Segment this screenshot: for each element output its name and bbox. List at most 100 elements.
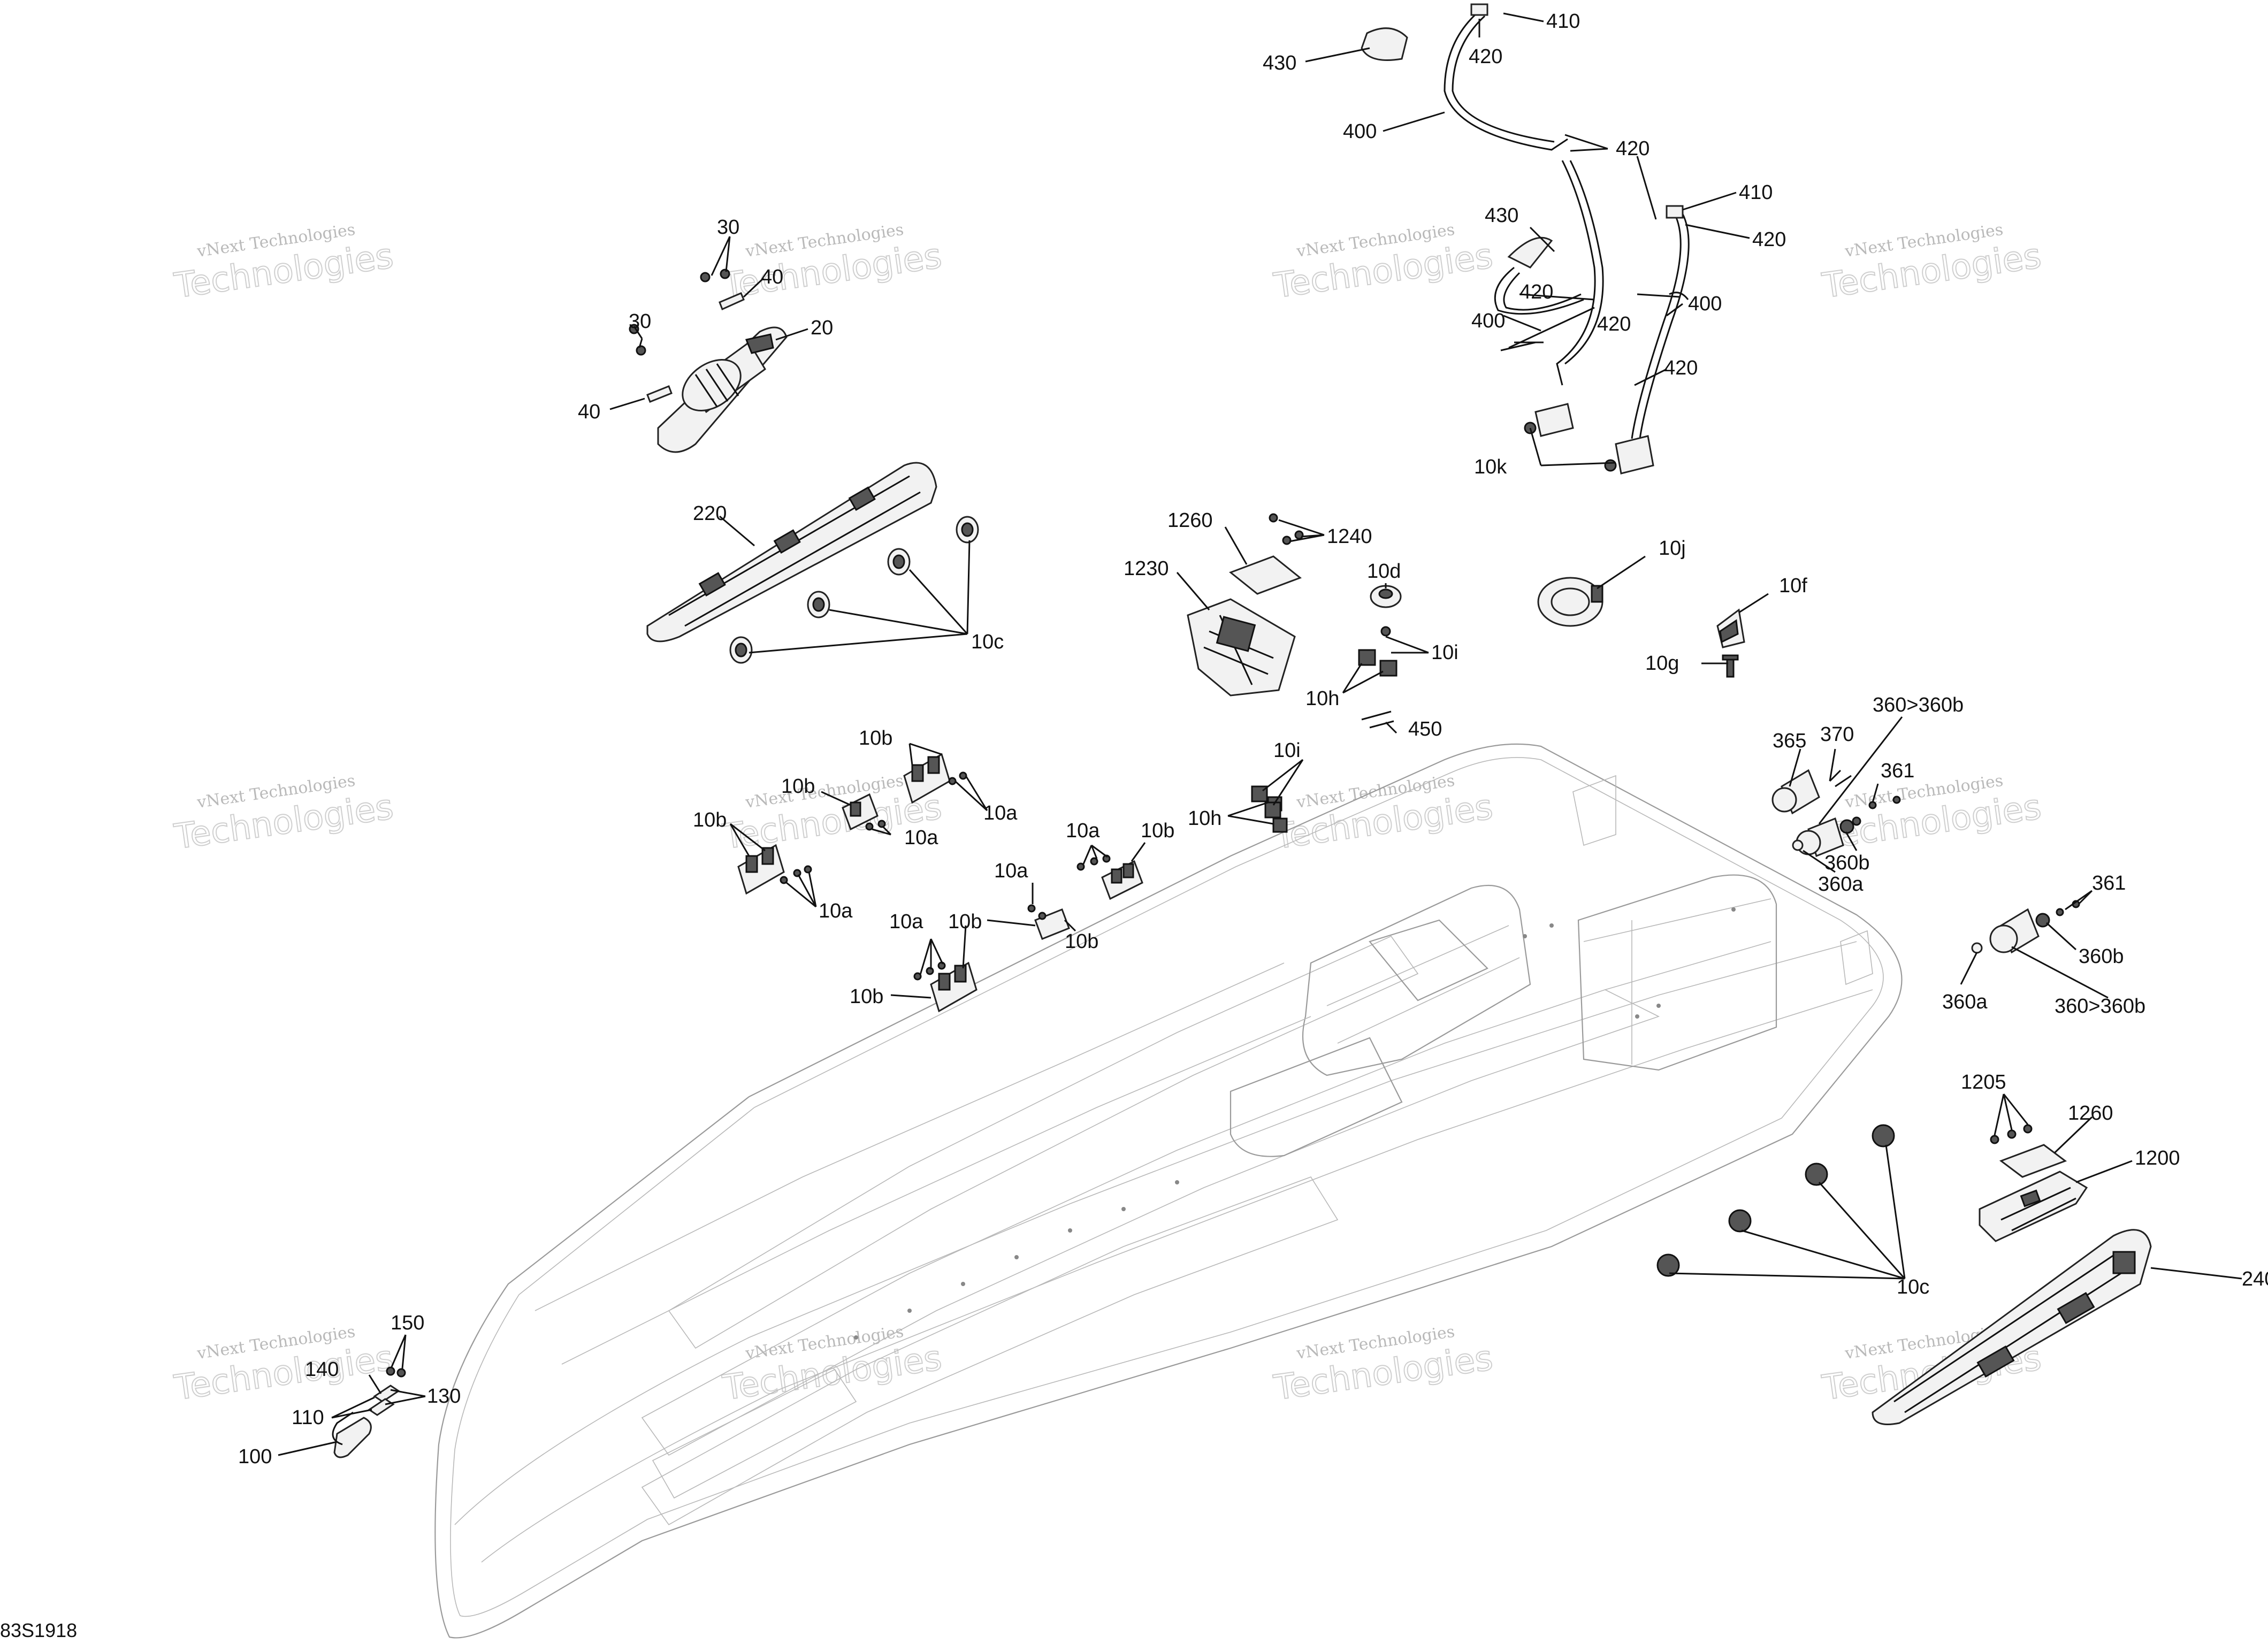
callout-10a: 10a [1066, 820, 1100, 842]
seat-pedestal-detail [1326, 925, 1520, 1044]
footwell-left [641, 1176, 1339, 1526]
clip-cluster-10b-left [737, 844, 812, 895]
callout-1260: 1260 [2068, 1102, 2113, 1125]
bracket-10f-10g [1716, 608, 1745, 678]
callout-10d: 10d [1367, 560, 1401, 583]
callout-labels: 430 420 410 400 420 410 430 420 420 400 … [238, 10, 2268, 1468]
leader-lines [278, 12, 2242, 1456]
callout-410: 410 [1546, 10, 1580, 33]
callout-10h: 10h [1188, 807, 1221, 830]
drain-plug-lower [1971, 900, 2080, 954]
callout-360-360b: 360>360b [2055, 995, 2145, 1018]
callout-10a: 10a [889, 911, 923, 933]
callout-10b: 10b [859, 727, 892, 750]
engine-block-detail [1583, 898, 1771, 1065]
hull-inner-rim [450, 757, 1884, 1617]
grab-handle-20 [657, 326, 788, 453]
watermark: vNext Technologies Technologies [720, 220, 944, 307]
callout-220: 220 [693, 502, 727, 525]
callout-10b: 10b [948, 911, 982, 933]
front-storage [1230, 1037, 1403, 1157]
callout-410: 410 [1739, 181, 1773, 204]
grommets-10c-lower [1656, 1124, 1895, 1277]
callout-400: 400 [1688, 293, 1722, 315]
callout-1230: 1230 [1124, 557, 1169, 580]
watermark: vNext Technologies Technologies [1271, 220, 1495, 307]
callout-360b: 360b [2079, 945, 2124, 968]
callout-10b: 10b [1065, 930, 1098, 953]
diagram-code: 83S1918 [0, 1619, 77, 1641]
callout-420: 420 [1752, 228, 1786, 251]
plate-1260-upper [1229, 513, 1304, 595]
callout-10a: 10a [904, 827, 938, 849]
clip-cluster-10b-top [903, 753, 967, 804]
vent-hose-right [1631, 205, 1690, 439]
rear-corner [1572, 775, 1616, 846]
callout-10b: 10b [1141, 820, 1174, 842]
callout-10k: 10k [1474, 456, 1507, 478]
callout-40: 40 [761, 266, 783, 288]
watermark: vNext Technologies Technologies [1819, 220, 2044, 307]
callout-430: 430 [1485, 204, 1518, 227]
watermark: vNext Technologies Technologies [1271, 771, 1495, 858]
callout-30: 30 [717, 216, 739, 239]
seat-pedestal [1302, 884, 1531, 1076]
callout-1240: 1240 [1327, 525, 1372, 548]
callout-10a: 10a [994, 860, 1028, 882]
rear-corner [1840, 930, 1873, 985]
callout-10b: 10b [781, 775, 815, 798]
callout-420: 420 [1597, 313, 1631, 335]
hull-chine [454, 941, 1857, 1525]
callout-10a: 10a [983, 802, 1018, 824]
callout-400: 400 [1343, 120, 1377, 143]
callout-420: 420 [1616, 137, 1650, 160]
strap-loop [1507, 236, 1553, 269]
callout-10a: 10a [819, 900, 853, 922]
vent-fitting [1666, 205, 1684, 219]
clip-cluster-10b-low [913, 961, 978, 1013]
callout-10g: 10g [1645, 652, 1679, 675]
callout-360a: 360a [1818, 873, 1864, 896]
clip-cluster-10a-center [1027, 904, 1070, 940]
callout-1260: 1260 [1167, 509, 1213, 532]
callout-110: 110 [292, 1406, 324, 1429]
footrest-pad [652, 1368, 857, 1499]
watermark: vNext Technologies Technologies [720, 1322, 944, 1409]
callout-420: 420 [1469, 45, 1502, 68]
callout-360a: 360a [1942, 991, 1988, 1013]
callout-10i: 10i [1273, 739, 1301, 762]
callout-10j: 10j [1659, 537, 1686, 560]
vent-hose-left [1494, 160, 1604, 386]
vent-valve-10k [1524, 403, 1654, 475]
grommets-10c-upper [729, 516, 979, 664]
storage-lid-1230 [1187, 598, 1296, 697]
clips-center [1252, 585, 1402, 833]
callout-140: 140 [305, 1358, 339, 1381]
callout-150: 150 [391, 1312, 424, 1334]
plate-1260-lower [1990, 1124, 2067, 1178]
callout-20: 20 [811, 317, 833, 339]
hull-outline [434, 743, 1903, 1639]
footwell-right [668, 936, 1419, 1349]
steering-column [1369, 919, 1488, 1001]
bow-deck-line [534, 962, 1311, 1365]
callout-40: 40 [578, 401, 600, 423]
reinforcement-240 [1872, 1229, 2152, 1425]
reinforcement-220 [646, 462, 937, 643]
callout-361: 361 [1881, 760, 1914, 782]
callout-100: 100 [238, 1446, 272, 1468]
hull-rivets [854, 907, 1736, 1340]
callout-1205: 1205 [1961, 1071, 2006, 1094]
watermark: vNext Technologies Technologies [171, 771, 396, 858]
watermark: vNext Technologies Technologies [1819, 771, 2044, 858]
callout-240: 240 [2242, 1268, 2268, 1290]
callout-430: 430 [1263, 52, 1296, 74]
hull-chine [481, 989, 1873, 1563]
callout-10f: 10f [1779, 575, 1807, 597]
strap-loop [1361, 27, 1408, 61]
watermark-layer: vNext Technologies Technologies vNext Te… [171, 220, 2044, 1409]
callout-10b: 10b [693, 809, 727, 831]
watermark: vNext Technologies Technologies [171, 220, 396, 307]
drain-fitting-10j [1537, 577, 1603, 627]
